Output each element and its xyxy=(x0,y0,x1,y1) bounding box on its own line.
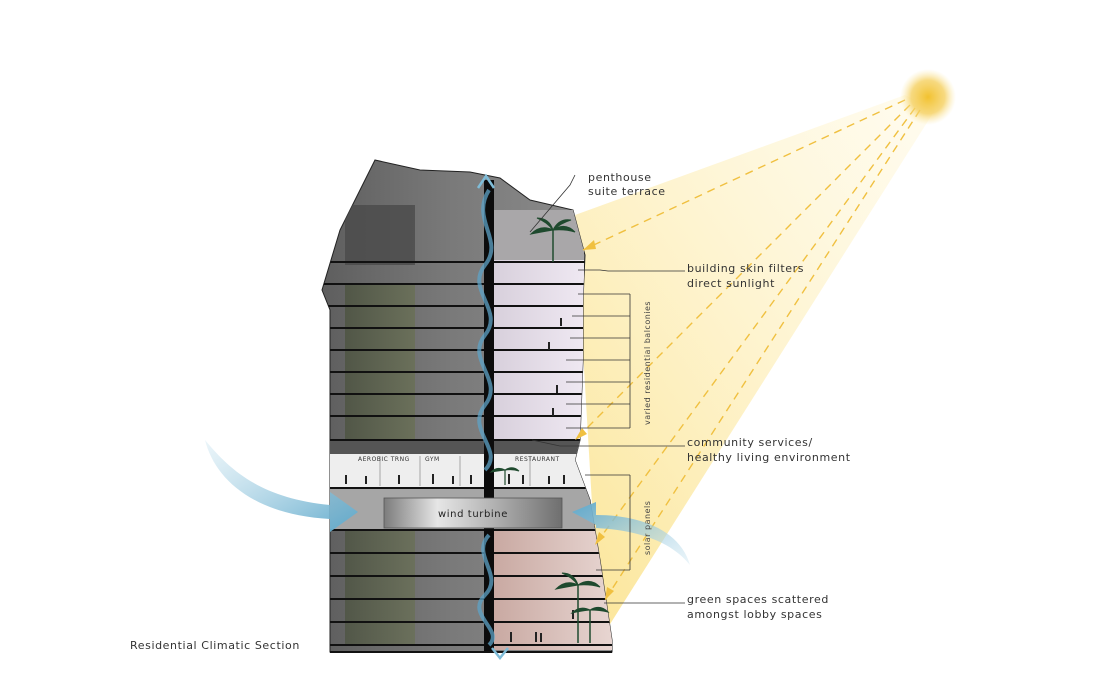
wind-turbine-label: wind turbine xyxy=(438,509,508,520)
restaurant-label: RESTAURANT xyxy=(515,456,560,463)
green-label-line1: green spaces scattered xyxy=(687,593,829,606)
central-core xyxy=(484,180,494,652)
core-panels-lower xyxy=(345,530,415,645)
community-label-line2: healthy living environment xyxy=(687,451,851,464)
fitness-label: AEROBIC TRNG xyxy=(358,456,410,463)
penthouse-interior xyxy=(494,210,584,260)
residential-interior xyxy=(494,250,584,440)
annotation-green: green spaces scattered amongst lobby spa… xyxy=(687,593,829,621)
core-panels-top xyxy=(345,205,415,265)
sun-ray-arrowheads xyxy=(575,240,614,600)
community-label-line1: community services/ xyxy=(687,436,813,449)
building-section xyxy=(321,159,613,653)
diagram-caption: Residential Climatic Section xyxy=(130,639,300,652)
palm-tree-icon xyxy=(489,217,610,643)
solar-panels-label: solar panels xyxy=(643,501,652,555)
gym-label: GYM xyxy=(425,456,440,463)
core-panels-upper xyxy=(345,285,415,440)
wind-turbine: wind turbine xyxy=(383,497,563,529)
penthouse-label-line2: suite terrace xyxy=(588,185,666,198)
sun-icon xyxy=(900,69,956,125)
green-label-line2: amongst lobby spaces xyxy=(687,608,822,621)
annotation-leaders xyxy=(529,174,685,604)
lobby-interior xyxy=(494,525,612,650)
skin-label-line2: direct sunlight xyxy=(687,277,775,290)
penthouse-label-line1: penthouse xyxy=(588,171,652,184)
wind-arrow-icon xyxy=(205,440,690,565)
airflow-swirl xyxy=(477,188,495,647)
balconies-label: varied residential balconies xyxy=(643,301,652,425)
annotation-penthouse: penthouse suite terrace xyxy=(588,171,666,198)
people-figures xyxy=(345,318,574,642)
sun-rays xyxy=(574,99,921,601)
airflow-arrow-up xyxy=(476,173,496,189)
annotation-community: community services/ healthy living envir… xyxy=(687,436,851,464)
airflow-arrow-down xyxy=(491,647,509,661)
annotation-skin: building skin filters direct sunlight xyxy=(687,262,804,290)
skin-label-line1: building skin filters xyxy=(687,262,804,275)
sunlight-beam xyxy=(575,95,935,640)
